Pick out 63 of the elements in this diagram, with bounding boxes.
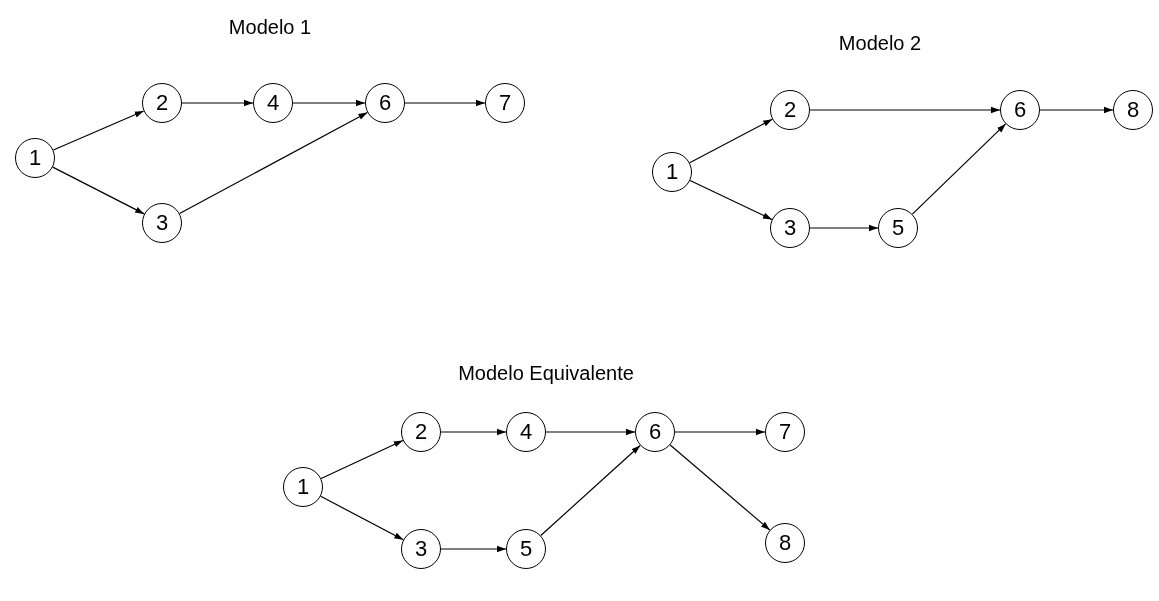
node-number: 2	[155, 92, 169, 114]
node-circle	[652, 152, 692, 192]
node-circle	[770, 90, 810, 130]
node-number: 6	[378, 92, 392, 114]
node-number: 6	[1013, 99, 1027, 121]
node-circle	[765, 412, 805, 452]
arrow	[669, 444, 771, 531]
node-number: 1	[665, 161, 679, 183]
node-circle	[142, 203, 182, 243]
node-circle	[253, 83, 293, 123]
node-number: 6	[648, 421, 662, 443]
arrow	[52, 166, 145, 215]
node-circle	[506, 529, 546, 569]
arrow	[809, 106, 1001, 114]
node-circle	[635, 412, 675, 452]
arrow	[320, 439, 404, 480]
arrow	[674, 428, 766, 436]
model-label: Modelo Equivalente	[458, 362, 634, 385]
node-circle	[401, 412, 441, 452]
arrow	[540, 444, 641, 537]
node-number: 1	[28, 147, 42, 169]
node-number: 3	[155, 212, 169, 234]
arrow	[179, 111, 368, 215]
node-number: 3	[783, 217, 797, 239]
node-circle	[485, 83, 525, 123]
arrow	[689, 118, 773, 164]
model-label: Modelo 2	[838, 32, 922, 55]
node-number: 1	[296, 476, 310, 498]
node-number: 7	[778, 421, 792, 443]
arrow	[809, 224, 879, 232]
arrow	[292, 99, 366, 107]
node-circle	[283, 467, 323, 507]
node-number: 5	[891, 217, 905, 239]
node-circle	[15, 138, 55, 178]
node-circle	[142, 83, 182, 123]
node-circle	[1000, 90, 1040, 130]
node-number: 2	[783, 99, 797, 121]
node-number: 2	[414, 421, 428, 443]
node-circle	[878, 208, 918, 248]
arrow	[404, 99, 486, 107]
arrow	[440, 428, 507, 436]
node-number: 4	[519, 421, 533, 443]
node-circle	[506, 412, 546, 452]
node-number: 7	[498, 92, 512, 114]
model-label: Modelo 1	[228, 16, 312, 39]
arrow	[52, 110, 145, 151]
node-circle	[765, 523, 805, 563]
arrow	[689, 180, 773, 221]
node-number: 5	[519, 538, 533, 560]
node-circle	[401, 529, 441, 569]
arrow	[181, 99, 254, 107]
arrow	[911, 123, 1007, 215]
node-number: 4	[266, 92, 280, 114]
arrow	[440, 545, 507, 553]
node-number: 3	[414, 538, 428, 560]
node-number: 8	[778, 532, 792, 554]
node-number: 8	[1126, 99, 1140, 121]
arrow	[545, 428, 636, 436]
node-circle	[365, 83, 405, 123]
node-circle	[1113, 90, 1153, 130]
node-circle	[770, 208, 810, 248]
arrow	[320, 495, 404, 541]
arrow	[1039, 106, 1114, 114]
